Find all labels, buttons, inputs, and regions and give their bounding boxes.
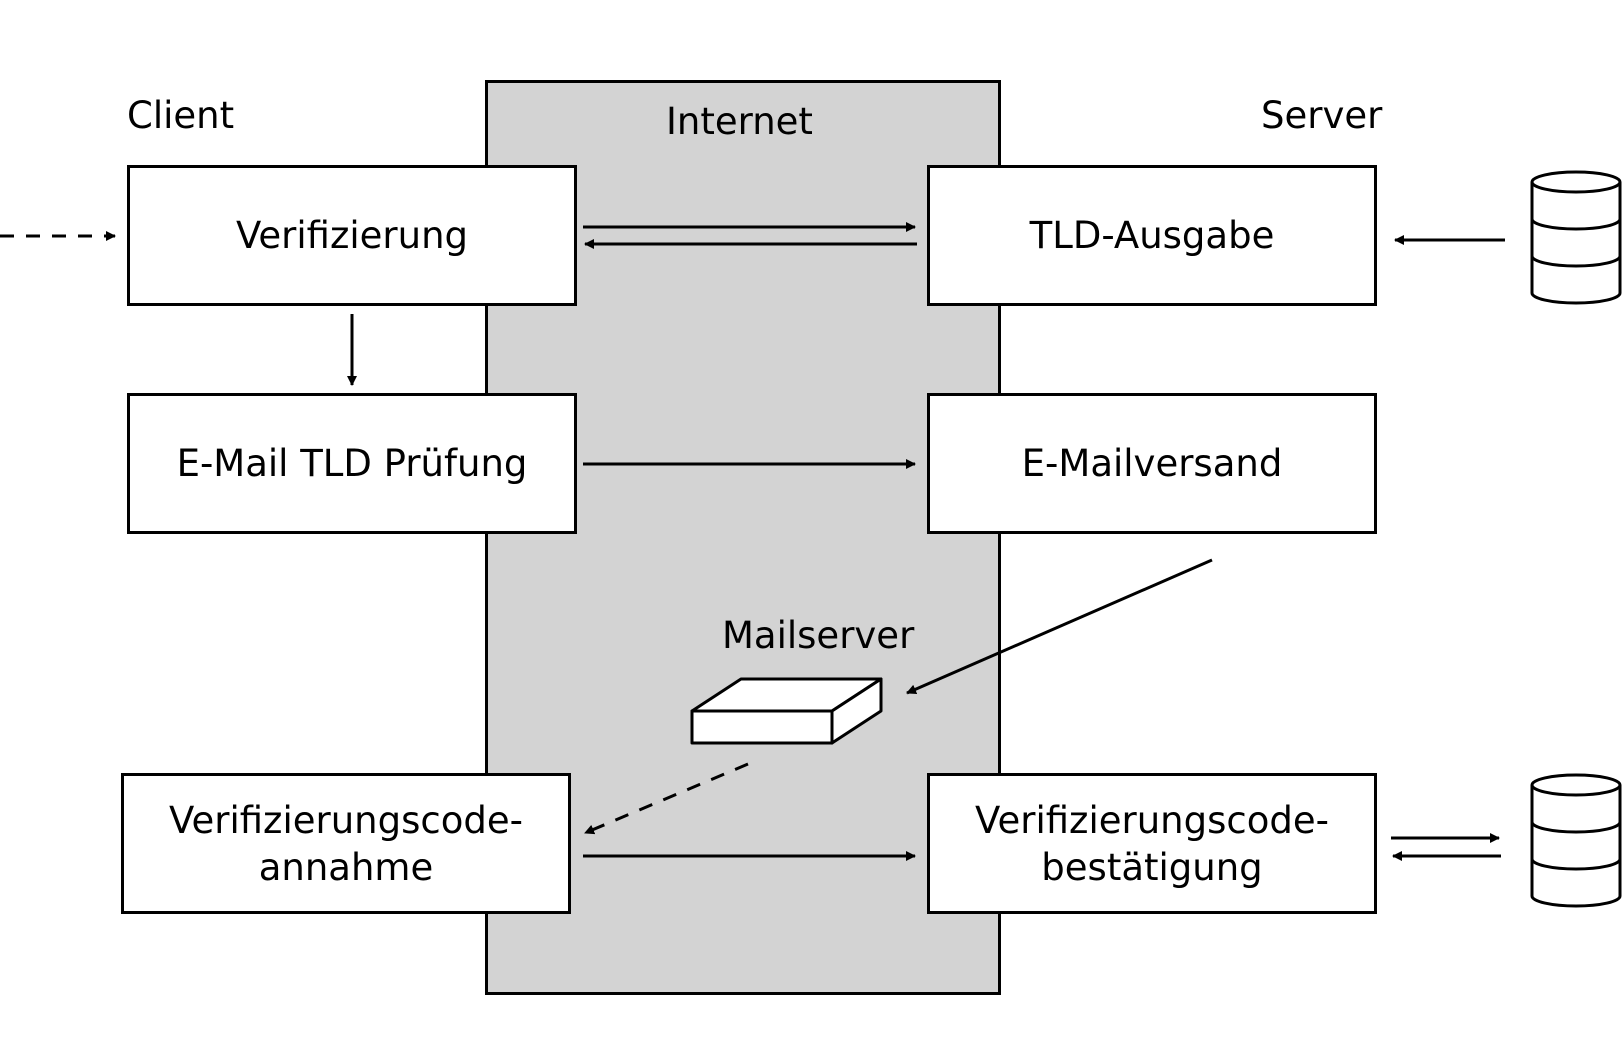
tld-ausgabe-text: TLD-Ausgabe <box>1029 214 1275 257</box>
server-box-icon <box>690 677 883 745</box>
database-icon <box>1530 170 1622 305</box>
arrow-versand-to-mailserver <box>906 558 1213 695</box>
database-icon <box>1530 773 1622 908</box>
code-bestaetigung-box: Verifizierungscode- bestätigung <box>927 773 1377 914</box>
mailserver-label: Mailserver <box>722 614 915 657</box>
tld-ausgabe-box: TLD-Ausgabe <box>927 165 1377 306</box>
verifizierung-text: Verifizierung <box>235 214 469 257</box>
arrow-mailserver-to-annahme <box>584 762 749 835</box>
server-label: Server <box>1261 94 1383 137</box>
internet-label: Internet <box>666 100 813 143</box>
code-annahme-box: Verifizierungscode- annahme <box>121 773 571 914</box>
email-tld-pruefung-box: E-Mail TLD Prüfung <box>127 393 577 534</box>
email-versand-box: E-Mailversand <box>927 393 1377 534</box>
verifizierung-box: Verifizierung <box>127 165 577 306</box>
code-bestaetigung-line2: bestätigung <box>1041 845 1263 889</box>
code-annahme-line1: Verifizierungscode- <box>169 798 523 842</box>
code-bestaetigung-line1: Verifizierungscode- <box>975 798 1329 842</box>
email-versand-text: E-Mailversand <box>1021 442 1283 485</box>
email-tld-pruefung-text: E-Mail TLD Prüfung <box>176 442 528 485</box>
client-label: Client <box>127 94 235 137</box>
code-annahme-line2: annahme <box>258 845 434 889</box>
